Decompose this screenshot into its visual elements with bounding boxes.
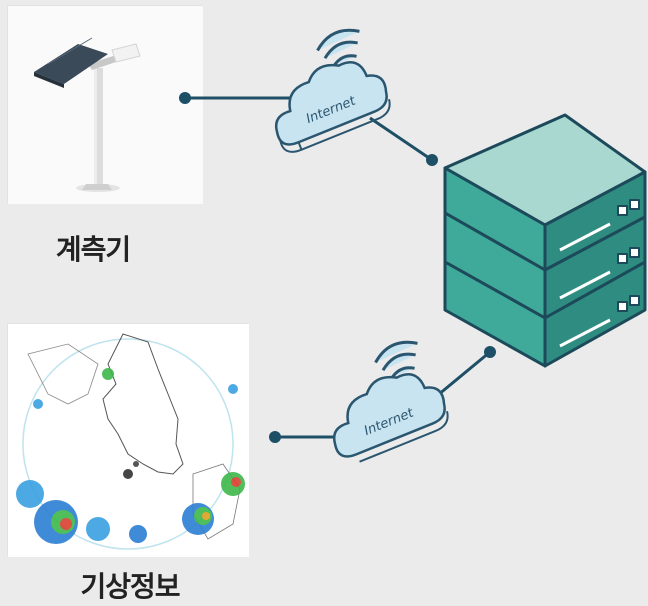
internet-cloud-top: Internet [275, 28, 391, 153]
wifi-icon [374, 340, 418, 379]
sensor-image-panel [7, 5, 203, 204]
cloud-icon [333, 373, 446, 458]
weather-label: 기상정보 [80, 570, 180, 603]
weather-radar-map-icon [8, 324, 249, 557]
server-stack-icon [443, 113, 647, 368]
connection-dots [179, 92, 496, 443]
connection-lines [185, 96, 491, 439]
internet-cloud-bottom: Internet [333, 340, 449, 463]
weather-image-panel [7, 323, 249, 557]
sensor-label: 계측기 [55, 233, 131, 266]
wifi-icon [316, 28, 360, 67]
cloud-icon [275, 61, 388, 146]
solar-panel-sensor-icon [8, 6, 203, 204]
